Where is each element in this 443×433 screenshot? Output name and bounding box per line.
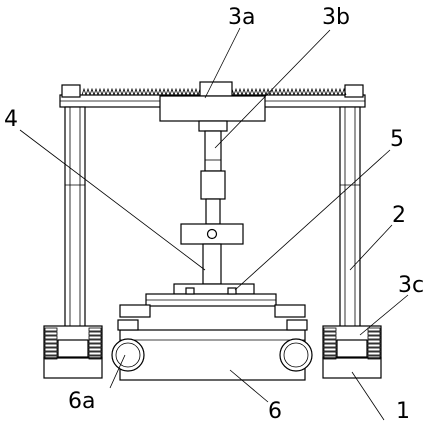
label-4: 4 bbox=[4, 107, 18, 132]
leader-2 bbox=[349, 224, 393, 271]
leader-6a bbox=[109, 354, 126, 389]
leader-3b bbox=[214, 29, 331, 149]
cylinder-3b bbox=[198, 120, 228, 225]
label-6: 6 bbox=[268, 399, 282, 424]
label-3b: 3b bbox=[322, 5, 350, 30]
slider-block-3a bbox=[159, 81, 266, 122]
mount-plate bbox=[119, 283, 306, 318]
leader-6 bbox=[229, 369, 269, 403]
label-5: 5 bbox=[390, 127, 404, 152]
leader-3c bbox=[359, 294, 409, 336]
left-track bbox=[43, 325, 103, 379]
label-1: 1 bbox=[396, 399, 410, 424]
right-leg bbox=[339, 106, 361, 358]
label-3a: 3a bbox=[228, 5, 255, 30]
base-frame-6 bbox=[117, 319, 308, 381]
right-track-3c bbox=[322, 325, 382, 379]
left-leg bbox=[64, 106, 86, 358]
label-2: 2 bbox=[392, 203, 406, 228]
wheel-left-6a bbox=[111, 338, 145, 372]
clamp-head bbox=[180, 223, 244, 285]
leader-5 bbox=[234, 149, 391, 291]
leader-4 bbox=[19, 129, 206, 271]
leader-lines bbox=[19, 27, 409, 421]
label-3c: 3c bbox=[398, 273, 424, 298]
leader-1 bbox=[351, 371, 385, 421]
leader-3a bbox=[204, 27, 241, 99]
wheel-right bbox=[279, 338, 313, 372]
label-6a: 6a bbox=[68, 389, 95, 414]
